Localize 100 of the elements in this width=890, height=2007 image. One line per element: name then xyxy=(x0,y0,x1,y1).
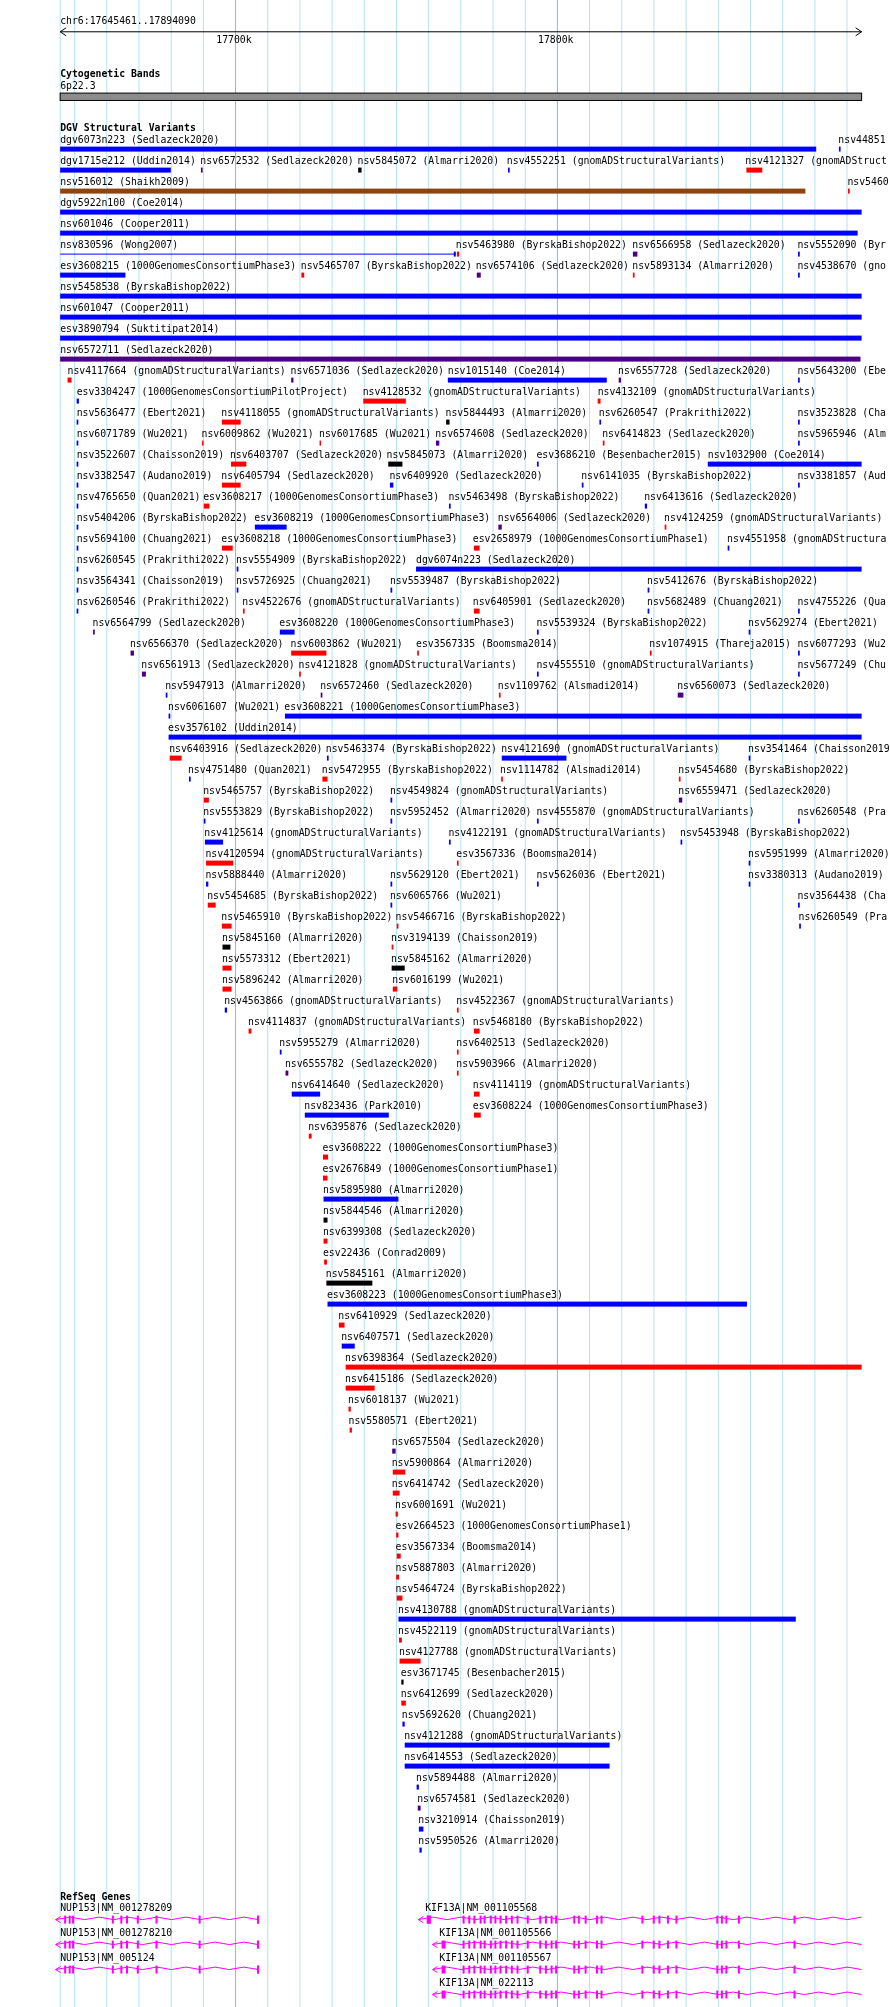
variant-label: nsv6405794 (Sedlazeck2020) xyxy=(221,469,375,482)
variant-label: nsv4555870 (gnomADStructuralVariants) xyxy=(536,805,755,818)
variant-label: nsv6016199 (Wu2021) xyxy=(392,973,505,986)
gene-label: NUP153|NM_001278209 xyxy=(60,1902,173,1915)
variant-label: nsv1114782 (Alsmadi2014) xyxy=(500,763,642,776)
variant-label: nsv6260545 (Prakrithi2022) xyxy=(76,553,230,566)
variant-label: nsv5845072 (Almarri2020) xyxy=(357,154,500,167)
variant-label: nsv5893134 (Almarri2020) xyxy=(632,259,774,272)
variant-label: nsv3382547 (Audano2019) xyxy=(76,469,213,482)
variant-label: nsv4522119 (gnomADStructuralVariants) xyxy=(397,1624,617,1637)
variant-label: nsv6399308 (Sedlazeck2020) xyxy=(322,1225,477,1238)
variant-label: nsv6566958 (Sedlazeck2020) xyxy=(632,238,786,251)
variant-label: nsv6555782 (Sedlazeck2020) xyxy=(284,1057,439,1070)
variant-label: nsv1032900 (Coe2014) xyxy=(707,448,826,461)
variant-label: nsv5900864 (Almarri2020) xyxy=(391,1456,534,1469)
variant-label: nsv5947913 (Almarri2020) xyxy=(165,679,307,692)
variant-label: nsv5466716 (ByrskaBishop2022) xyxy=(395,910,567,923)
variant-label: nsv5573312 (Ebert2021) xyxy=(221,952,352,965)
variant-label: nsv6415186 (Sedlazeck2020) xyxy=(345,1372,499,1385)
variant-label: nsv5539487 (ByrskaBishop2022) xyxy=(389,574,561,587)
variant-label: nsv6561913 (Sedlazeck2020) xyxy=(141,658,295,671)
variant-label: dgv5922n100 (Coe2014) xyxy=(60,196,185,209)
variant-label: nsv5955279 (Almarri2020) xyxy=(279,1036,421,1049)
variant-label: nsv5465757 (ByrskaBishop2022) xyxy=(203,784,375,797)
variant-label: nsv5465910 (ByrskaBishop2022) xyxy=(221,910,393,923)
variant-label: nsv3523828 (Cha xyxy=(797,406,886,419)
gene-label: KIF13A|NM_022113 xyxy=(439,1977,534,1990)
variant-label: nsv6572532 (Sedlazeck2020) xyxy=(200,154,354,167)
variant-label: nsv1015140 (Coe2014) xyxy=(447,364,566,377)
variant-label: nsv5554909 (ByrskaBishop2022) xyxy=(236,553,408,566)
band-label: 6p22.3 xyxy=(60,80,96,93)
variant-label: nsv4130788 (gnomADStructuralVariants) xyxy=(397,1603,617,1616)
variant-label: esv3576102 (Uddin2014) xyxy=(168,721,298,734)
variant-label: nsv5463374 (ByrskaBishop2022) xyxy=(325,742,497,755)
variant-label: nsv5464724 (ByrskaBishop2022) xyxy=(395,1582,567,1595)
variant-label: nsv6403916 (Sedlazeck2020) xyxy=(169,742,323,755)
variant-label: nsv5629120 (Ebert2021) xyxy=(389,868,520,881)
variant-label: nsv5951999 (Almarri2020) xyxy=(748,847,890,860)
variant-label: nsv5472955 (ByrskaBishop2022) xyxy=(321,763,493,776)
variant-label: nsv6077293 (Wu2 xyxy=(797,637,886,650)
variant-label: nsv4522367 (gnomADStructuralVariants) xyxy=(456,994,675,1007)
variant-label: nsv6260546 (Prakrithi2022) xyxy=(76,595,230,608)
variant-label: esv3608215 (1000GenomesConsortiumPhase3) xyxy=(60,259,297,272)
variant-label: nsv6009862 (Wu2021) xyxy=(201,427,314,440)
variant-label: nsv4114119 (gnomADStructuralVariants) xyxy=(472,1078,692,1091)
variant-label: nsv5463980 (ByrskaBishop2022) xyxy=(455,238,627,251)
variant-label: nsv4555510 (gnomADStructuralVariants) xyxy=(536,658,755,671)
variant-label: nsv6003862 (Wu2021) xyxy=(290,637,403,650)
variant-label: nsv3541464 (Chaisson2019 xyxy=(748,742,890,755)
variant-label: nsv4551958 (gnomADStructura xyxy=(727,532,887,545)
variant-label: nsv5844546 (Almarri2020) xyxy=(322,1204,465,1217)
variant-label: nsv5460 xyxy=(847,175,889,188)
variant-label: nsv4117664 (gnomADStructuralVariants) xyxy=(67,364,286,377)
variant-label: nsv5539324 (ByrskaBishop2022) xyxy=(536,616,708,629)
variant-label: nsv5694100 (Chuang2021) xyxy=(76,532,213,545)
variant-label: nsv5404206 (ByrskaBishop2022) xyxy=(76,511,248,524)
track-title: RefSeq Genes xyxy=(60,1890,131,1903)
gene-label: NUP153|NM_005124 xyxy=(60,1952,155,1965)
variant-label: nsv5465707 (ByrskaBishop2022) xyxy=(300,259,472,272)
variant-label: nsv1109762 (Alsmadi2014) xyxy=(497,679,640,692)
variant-label: nsv3210914 (Chaisson2019) xyxy=(418,1813,566,1826)
variant-label: nsv3564438 (Cha xyxy=(797,889,886,902)
variant-label: nsv823436 (Park2010) xyxy=(304,1099,423,1112)
variant-label: nsv6402513 (Sedlazeck2020) xyxy=(456,1036,610,1049)
tick-label: 17700k xyxy=(216,34,252,47)
variant-label: nsv6061607 (Wu2021) xyxy=(168,700,281,713)
variant-label: nsv4121690 (gnomADStructuralVariants) xyxy=(501,742,720,755)
variant-label: nsv5552090 (Byr xyxy=(797,238,886,251)
variant-label: esv2676849 (1000GenomesConsortiumPhase1) xyxy=(322,1162,559,1175)
variant-label: nsv4118055 (gnomADStructuralVariants) xyxy=(221,406,440,419)
variant-label: nsv4751480 (Quan2021) xyxy=(187,763,312,776)
variant-label: nsv4132109 (gnomADStructuralVariants) xyxy=(597,385,816,398)
variant-label: esv2664523 (1000GenomesConsortiumPhase1) xyxy=(395,1519,632,1532)
variant-label: nsv5454685 (ByrskaBishop2022) xyxy=(207,889,379,902)
variant-label: nsv4114837 (gnomADStructuralVariants) xyxy=(248,1015,467,1028)
variant-label: nsv6001691 (Wu2021) xyxy=(395,1498,508,1511)
variant-label: nsv4120594 (gnomADStructuralVariants) xyxy=(205,847,424,860)
variant-label: nsv6414742 (Sedlazeck2020) xyxy=(391,1477,545,1490)
variant-label: nsv5844493 (Almarri2020) xyxy=(445,406,588,419)
variant-label: nsv6572711 (Sedlazeck2020) xyxy=(60,343,214,356)
variant-label: nsv4538670 (gno xyxy=(797,259,886,272)
variant-label: nsv6017685 (Wu2021) xyxy=(319,427,432,440)
variant-label: nsv5903966 (Almarri2020) xyxy=(456,1057,598,1070)
variant-label: nsv6571036 (Sedlazeck2020) xyxy=(290,364,444,377)
variant-label: nsv5458538 (ByrskaBishop2022) xyxy=(60,280,232,293)
variant-label: nsv5682489 (Chuang2021) xyxy=(647,595,783,608)
variant-label: esv3608221 (1000GenomesConsortiumPhase3) xyxy=(284,700,521,713)
variant-label: nsv601047 (Cooper2011) xyxy=(60,301,190,314)
variant-label: nsv6564006 (Sedlazeck2020) xyxy=(497,511,652,524)
variant-label: nsv5845161 (Almarri2020) xyxy=(325,1267,468,1280)
variant-label: nsv6403707 (Sedlazeck2020) xyxy=(229,448,384,461)
variant-label: esv3608223 (1000GenomesConsortiumPhase3) xyxy=(326,1288,563,1301)
variant-label: nsv4552251 (gnomADStructuralVariants) xyxy=(506,154,726,167)
variant-label: nsv3564341 (Chaisson2019) xyxy=(76,574,225,587)
variant-label: esv3608222 (1000GenomesConsortiumPhase3) xyxy=(322,1141,559,1154)
variant-label: nsv4549824 (gnomADStructuralVariants) xyxy=(389,784,609,797)
variant-label: nsv5412676 (ByrskaBishop2022) xyxy=(647,574,819,587)
variant-label: dgv1715e212 (Uddin2014) xyxy=(60,154,196,167)
variant-label: nsv5626036 (Ebert2021) xyxy=(536,868,667,881)
variant-label: nsv5629274 (Ebert2021) xyxy=(748,616,878,629)
